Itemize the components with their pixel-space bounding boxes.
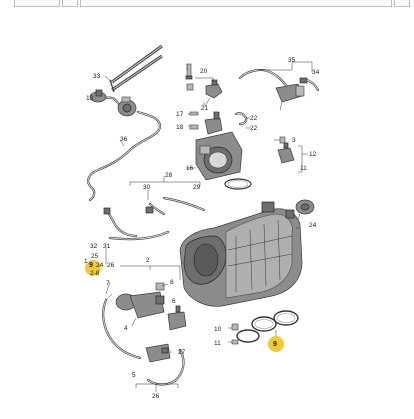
label-5[interactable]: 5 [132, 372, 136, 379]
part-5-sensor[interactable] [145, 343, 171, 363]
part-3-screw[interactable] [279, 136, 286, 144]
label-36[interactable]: 36 [120, 136, 128, 143]
part-sensor-connector[interactable] [204, 111, 223, 135]
part-11-bolt[interactable] [231, 339, 239, 345]
part-35-hose[interactable] [238, 68, 292, 92]
label-20[interactable]: 20 [200, 68, 208, 75]
part-10-bolt[interactable] [231, 323, 239, 331]
label-17[interactable]: 17 [176, 111, 184, 118]
part-28-hose[interactable] [162, 196, 206, 212]
label-28[interactable]: 28 [165, 172, 173, 179]
label-33[interactable]: 33 [93, 73, 101, 80]
label-21[interactable]: 21 [201, 105, 209, 112]
callout-labels: 33 13 20 35 34 21 22 17 18 22 3 36 12 16… [84, 57, 320, 400]
label-7[interactable]: 7 [106, 280, 110, 287]
highlight-marker-9-left [85, 260, 101, 276]
label-18[interactable]: 18 [176, 124, 184, 131]
label-35[interactable]: 35 [288, 57, 296, 64]
label-16[interactable]: 16 [186, 165, 194, 172]
label-9-highlight-left[interactable]: 9 [89, 262, 93, 269]
part-22-clip[interactable] [234, 112, 248, 126]
part-18-sensor[interactable] [189, 124, 199, 130]
label-10[interactable]: 10 [214, 326, 222, 333]
part-33-brace[interactable] [109, 44, 163, 93]
toolbar-strip [0, 0, 414, 10]
part-34-valve[interactable] [275, 77, 320, 111]
part-6-hose[interactable] [102, 298, 142, 360]
label-32[interactable]: 32 [90, 243, 98, 250]
label-26[interactable]: 26 [107, 262, 115, 269]
part-17-screw[interactable] [189, 111, 199, 116]
toolbar-cell[interactable] [62, 0, 78, 7]
label-24[interactable]: 24 [309, 222, 317, 229]
label-4[interactable]: 4 [124, 325, 128, 332]
part-29-hose[interactable] [103, 207, 138, 238]
part-8-nut[interactable] [155, 282, 165, 291]
label-11[interactable]: 11 [300, 165, 307, 172]
toolbar-cell[interactable] [394, 0, 410, 7]
part-13-valve[interactable] [89, 89, 137, 117]
highlight-marker-9-right [268, 336, 284, 352]
label-13[interactable]: 13 [86, 95, 94, 102]
label-1[interactable]: 1 [84, 258, 88, 265]
part-9-gasket-set[interactable] [236, 310, 299, 343]
label-2-8[interactable]: 2-8 [90, 270, 100, 277]
part-27-hose[interactable] [146, 348, 185, 386]
label-26-b[interactable]: 26 [152, 393, 160, 400]
toolbar-cell[interactable] [80, 0, 392, 7]
label-22-b[interactable]: 22 [250, 125, 258, 132]
label-2[interactable]: 2 [146, 257, 150, 264]
label-34[interactable]: 34 [312, 69, 320, 76]
intake-manifold[interactable] [179, 201, 303, 307]
label-30[interactable]: 30 [143, 184, 151, 191]
leader-lines [104, 61, 313, 392]
label-3[interactable]: 3 [292, 137, 296, 144]
label-31[interactable]: 31 [103, 243, 111, 250]
label-29[interactable]: 29 [193, 184, 201, 191]
label-12[interactable]: 12 [309, 151, 317, 158]
label-22[interactable]: 22 [250, 115, 258, 122]
label-25[interactable]: 25 [91, 253, 99, 260]
part-31-hose[interactable] [108, 230, 170, 241]
part-bracket-lower[interactable] [167, 305, 187, 331]
label-6[interactable]: 6 [172, 298, 176, 305]
part-12-sensor[interactable] [277, 142, 295, 164]
label-24-b[interactable]: 24 [96, 262, 104, 269]
label-9-highlight-right[interactable]: 9 [273, 341, 277, 348]
part-24-flange[interactable] [295, 199, 315, 225]
toolbar-cell[interactable] [14, 0, 60, 7]
label-11-b[interactable]: 11 [214, 340, 221, 347]
part-20-nut[interactable] [186, 83, 194, 91]
part-16-throttle-body[interactable] [195, 131, 252, 190]
label-27[interactable]: 27 [178, 349, 186, 356]
part-4-valve[interactable] [115, 291, 165, 319]
part-30-hose[interactable] [145, 202, 166, 216]
part-36-hose[interactable] [87, 110, 162, 202]
label-8[interactable]: 8 [170, 279, 174, 286]
part-21-bracket[interactable] [204, 79, 223, 107]
